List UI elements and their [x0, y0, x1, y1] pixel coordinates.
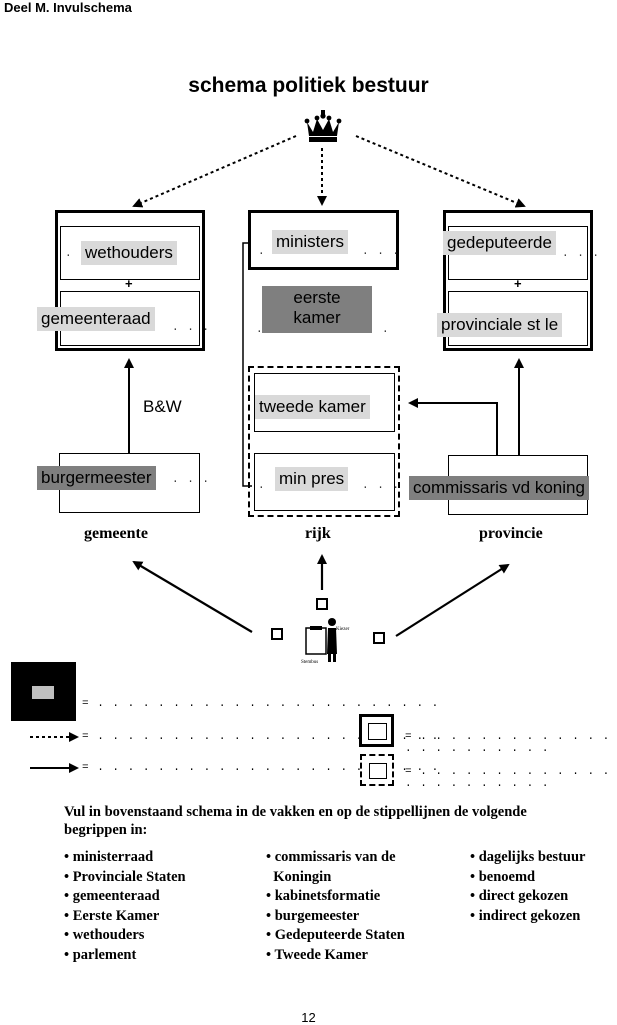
column-gemeente: gemeente	[84, 525, 148, 542]
term-item: • ministerraad	[64, 849, 154, 865]
label-commissaris: commissaris vd koning	[409, 476, 589, 500]
column-rijk: rijk	[305, 525, 331, 542]
rijk-box2-dots-right: . . .	[362, 480, 401, 492]
voter-square-gemeente	[271, 628, 283, 640]
label-tweede-kamer: tweede kamer	[255, 395, 370, 419]
voter-square-provincie	[373, 632, 385, 644]
instructions-text: Vul in bovenstaand schema in de vakken e…	[64, 804, 527, 838]
rijk-middle-dot-left: .	[256, 324, 264, 336]
parlement-dashed-box	[248, 366, 400, 517]
label-gedeputeerde: gedeputeerde	[443, 231, 556, 255]
term-item: • direct gekozen	[470, 888, 569, 905]
rijk-middle-dot-right: .	[382, 324, 390, 336]
gemeente-bottom-dots: . . .	[172, 322, 211, 334]
label-min-pres: min pres	[275, 467, 349, 491]
dotted-arrow-provincie	[355, 135, 526, 208]
column-provincie: provincie	[479, 525, 543, 542]
rijk-bracket	[242, 242, 252, 487]
label-bw: B&W	[143, 397, 182, 416]
term-item: • kabinetsformatie	[266, 888, 381, 905]
legend-black-square	[11, 662, 76, 721]
page-header: Deel M. Invulschema	[4, 0, 132, 15]
terms-column-2: • commissaris van de Koningin • kabinets…	[266, 848, 405, 966]
dotted-arrow-gemeente	[132, 135, 297, 208]
term-item: • burgemeester	[266, 907, 360, 924]
schema-title: schema politiek bestuur	[188, 74, 429, 97]
legend-dashed-box	[360, 754, 394, 786]
term-item: • commissaris van de	[266, 849, 396, 865]
provincie-top-dots: . . .	[562, 248, 601, 260]
gemeente-plus: +	[125, 276, 133, 291]
page-number: 12	[301, 1010, 316, 1025]
terms-column-3: • dagelijks bestuur • benoemd • direct g…	[470, 848, 585, 926]
term-item: • Gedeputeerde Staten	[266, 927, 405, 944]
term-item: • benoemd	[470, 868, 536, 885]
label-wethouders: wethouders	[81, 241, 177, 265]
arrow-voter-provincie	[395, 563, 510, 637]
label-eerste-kamer: eerste kamer	[262, 286, 372, 333]
term-item: • dagelijks bestuur	[470, 849, 586, 865]
legend-row4-dots: = . . . . . . . . . . . . . . . . . . . …	[405, 731, 611, 755]
legend-row3-dots: = . . . . . . . . . . . . . . . . . . . …	[82, 762, 440, 774]
legend-row5-dots: = . . . . . . . . . . . . . . . . . . . …	[405, 766, 611, 790]
term-item: Koningin	[273, 868, 332, 885]
term-item: • Tweede Kamer	[266, 946, 368, 963]
label-gemeenteraad: gemeenteraad	[37, 307, 155, 331]
legend-thick-box	[359, 714, 394, 747]
term-item: • gemeenteraad	[64, 888, 160, 905]
label-kiezer: Kiezer	[336, 627, 350, 632]
label-provinciale-staten: provinciale st le	[437, 313, 563, 337]
arrow-voter-gemeente	[132, 560, 253, 633]
arrow-to-tweede-kamer	[408, 398, 498, 455]
legend-row2-dots: = . . . . . . . . . . . . . . . . . . . …	[82, 731, 440, 743]
label-burgermeester: burgermeester	[37, 466, 156, 490]
gemeente-lower-dots: . . .	[172, 474, 211, 486]
term-item: • Provinciale Staten	[64, 868, 186, 885]
legend-row1-dots: = . . . . . . . . . . . . . . . . . . . …	[82, 698, 440, 710]
term-item: • wethouders	[64, 927, 145, 944]
voter-square-rijk	[316, 598, 328, 610]
term-item: • indirect gekozen	[470, 907, 581, 924]
term-item: • Eerste Kamer	[64, 907, 160, 924]
provincie-plus: +	[514, 276, 522, 291]
term-item: • parlement	[64, 946, 137, 963]
ballot-box-voter-icon	[305, 618, 337, 662]
terms-column-1: • ministerraad • Provinciale Staten • ge…	[64, 848, 186, 966]
crown-icon	[304, 110, 342, 142]
label-ministers: ministers	[272, 230, 349, 254]
label-stembus: Stembus	[301, 660, 319, 665]
rijk-top-dots-right: . . .	[362, 246, 401, 258]
